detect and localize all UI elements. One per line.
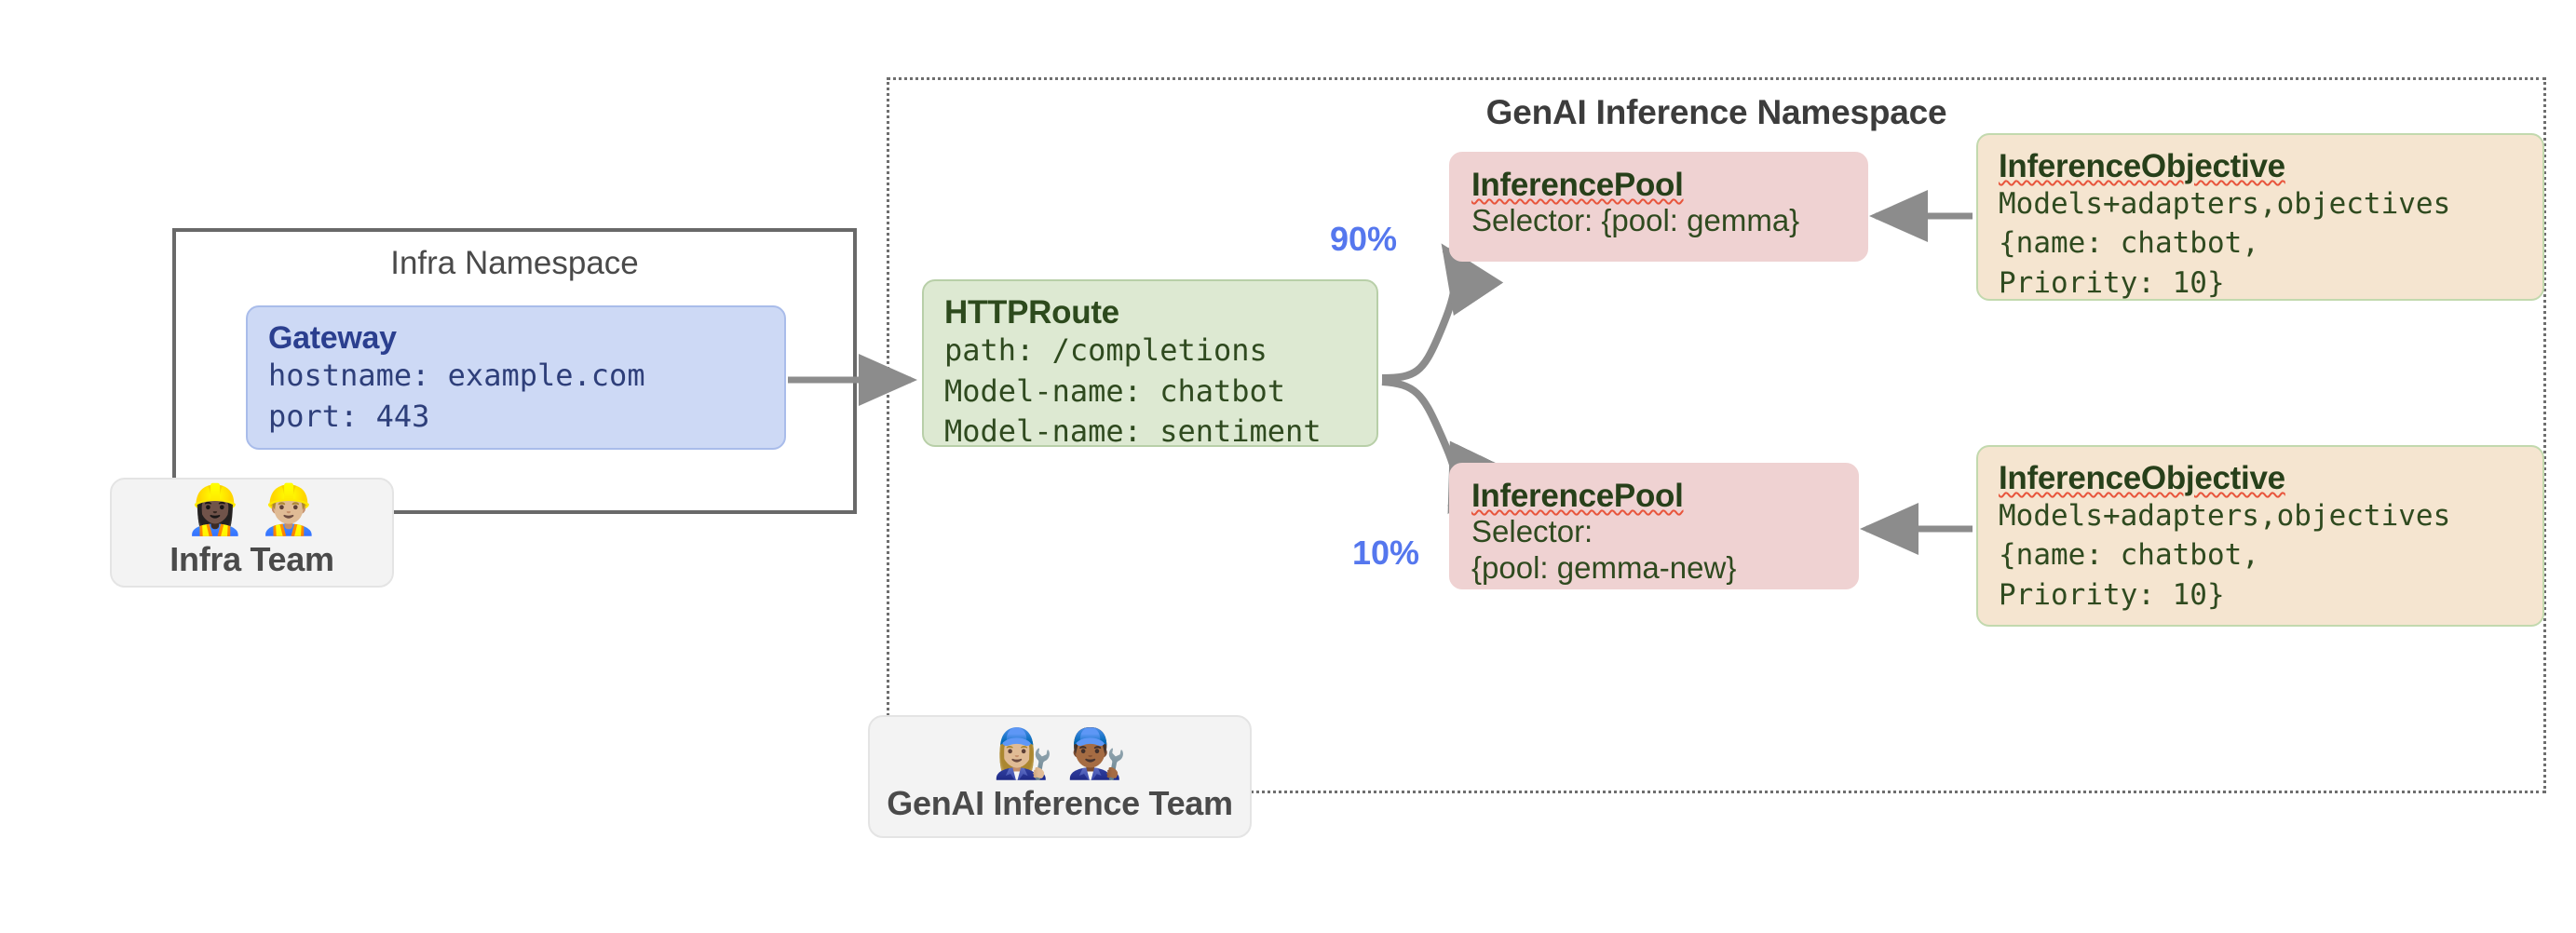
gateway-node[interactable]: Gateway hostname: example.com port: 443 [246, 305, 786, 450]
httproute-path: path: /completions [944, 332, 1268, 369]
inferenceobjective-top-line-3: Priority: 10} [1999, 265, 2225, 300]
inferenceobjective-top-line-2: {name: chatbot, [1999, 226, 2259, 261]
genai-team-card[interactable]: 👩🏼‍🔧👨🏾‍🔧 GenAI Inference Team [868, 715, 1252, 838]
gateway-hostname: hostname: example.com [268, 358, 645, 394]
inferenceobjective-bottom-node[interactable]: InferenceObjective Models+adapters,objec… [1976, 445, 2544, 627]
weight-label-10: 10% [1352, 534, 1420, 572]
weight-label-90: 90% [1330, 220, 1398, 258]
inferenceobjective-top-title: InferenceObjective [1999, 148, 2285, 184]
inferencepool-gemma-new-title: InferencePool [1471, 478, 1684, 514]
httproute-model-name-sentiment: Model-name: sentiment [944, 413, 1322, 450]
inferencepool-gemma-new-selector: Selector: {pool: gemma-new} [1471, 514, 1737, 586]
gateway-port: port: 443 [268, 398, 430, 434]
mechanic-icon: 👩🏼‍🔧👨🏾‍🔧 [993, 726, 1140, 782]
inferenceobjective-bottom-title: InferenceObjective [1999, 460, 2285, 496]
genai-team-label: GenAI Inference Team [887, 784, 1233, 822]
infra-team-label: Infra Team [169, 540, 334, 578]
inferencepool-gemma-selector: Selector: {pool: gemma} [1471, 203, 1800, 238]
gateway-title: Gateway [268, 320, 397, 356]
inferenceobjective-bottom-line-3: Priority: 10} [1999, 577, 2225, 612]
inferencepool-gemma-new-node[interactable]: InferencePool Selector: {pool: gemma-new… [1449, 463, 1859, 589]
genai-namespace-frame [887, 77, 2546, 793]
inferenceobjective-top-node[interactable]: InferenceObjective Models+adapters,objec… [1976, 133, 2544, 301]
inferenceobjective-bottom-line-2: {name: chatbot, [1999, 538, 2259, 573]
inferencepool-gemma-node[interactable]: InferencePool Selector: {pool: gemma} [1449, 152, 1868, 262]
genai-namespace-label: GenAI Inference Namespace [1485, 93, 1947, 131]
httproute-model-name-chatbot: Model-name: chatbot [944, 372, 1286, 409]
httproute-node[interactable]: HTTPRoute path: /completions Model-name:… [922, 279, 1378, 449]
infra-namespace-frame [172, 228, 857, 514]
inferenceobjective-top-line-1: Models+adapters,objectives [1999, 187, 2451, 222]
infra-namespace-label: Infra Namespace [390, 245, 639, 281]
construction-worker-icon: 👷🏿‍♀️👷🏼‍♂️ [184, 482, 332, 538]
inferenceobjective-bottom-line-1: Models+adapters,objectives [1999, 499, 2451, 534]
httproute-title: HTTPRoute [944, 294, 1119, 331]
infra-team-card[interactable]: 👷🏿‍♀️👷🏼‍♂️ Infra Team [110, 478, 394, 588]
inferencepool-gemma-title: InferencePool [1471, 167, 1684, 203]
